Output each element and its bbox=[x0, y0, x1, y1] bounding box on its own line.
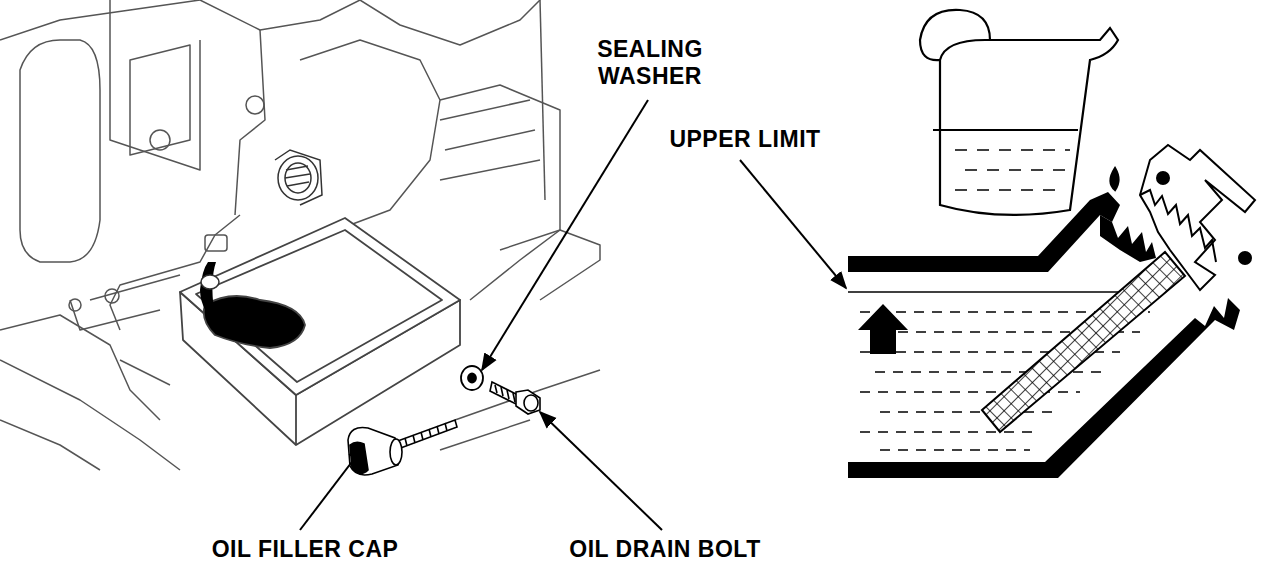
part-label: SEALING WASHER bbox=[555, 36, 745, 90]
drain-hole bbox=[275, 150, 322, 205]
drain-opening bbox=[201, 275, 219, 289]
drain-pan bbox=[180, 218, 460, 445]
part-label: OIL FILLER CAP bbox=[180, 536, 430, 563]
sealing-washer bbox=[461, 366, 483, 390]
oil-drain-bolt bbox=[490, 382, 540, 414]
engine-block bbox=[0, 0, 600, 470]
oil-filler-cap bbox=[348, 420, 457, 475]
oil-pitcher bbox=[920, 10, 1119, 215]
part-label: OIL DRAIN BOLT bbox=[520, 536, 810, 563]
dipstick bbox=[982, 252, 1185, 432]
part-label: UPPER LIMIT bbox=[640, 126, 850, 153]
filler-cap-section bbox=[1140, 145, 1255, 290]
leader-arrow bbox=[300, 100, 846, 530]
